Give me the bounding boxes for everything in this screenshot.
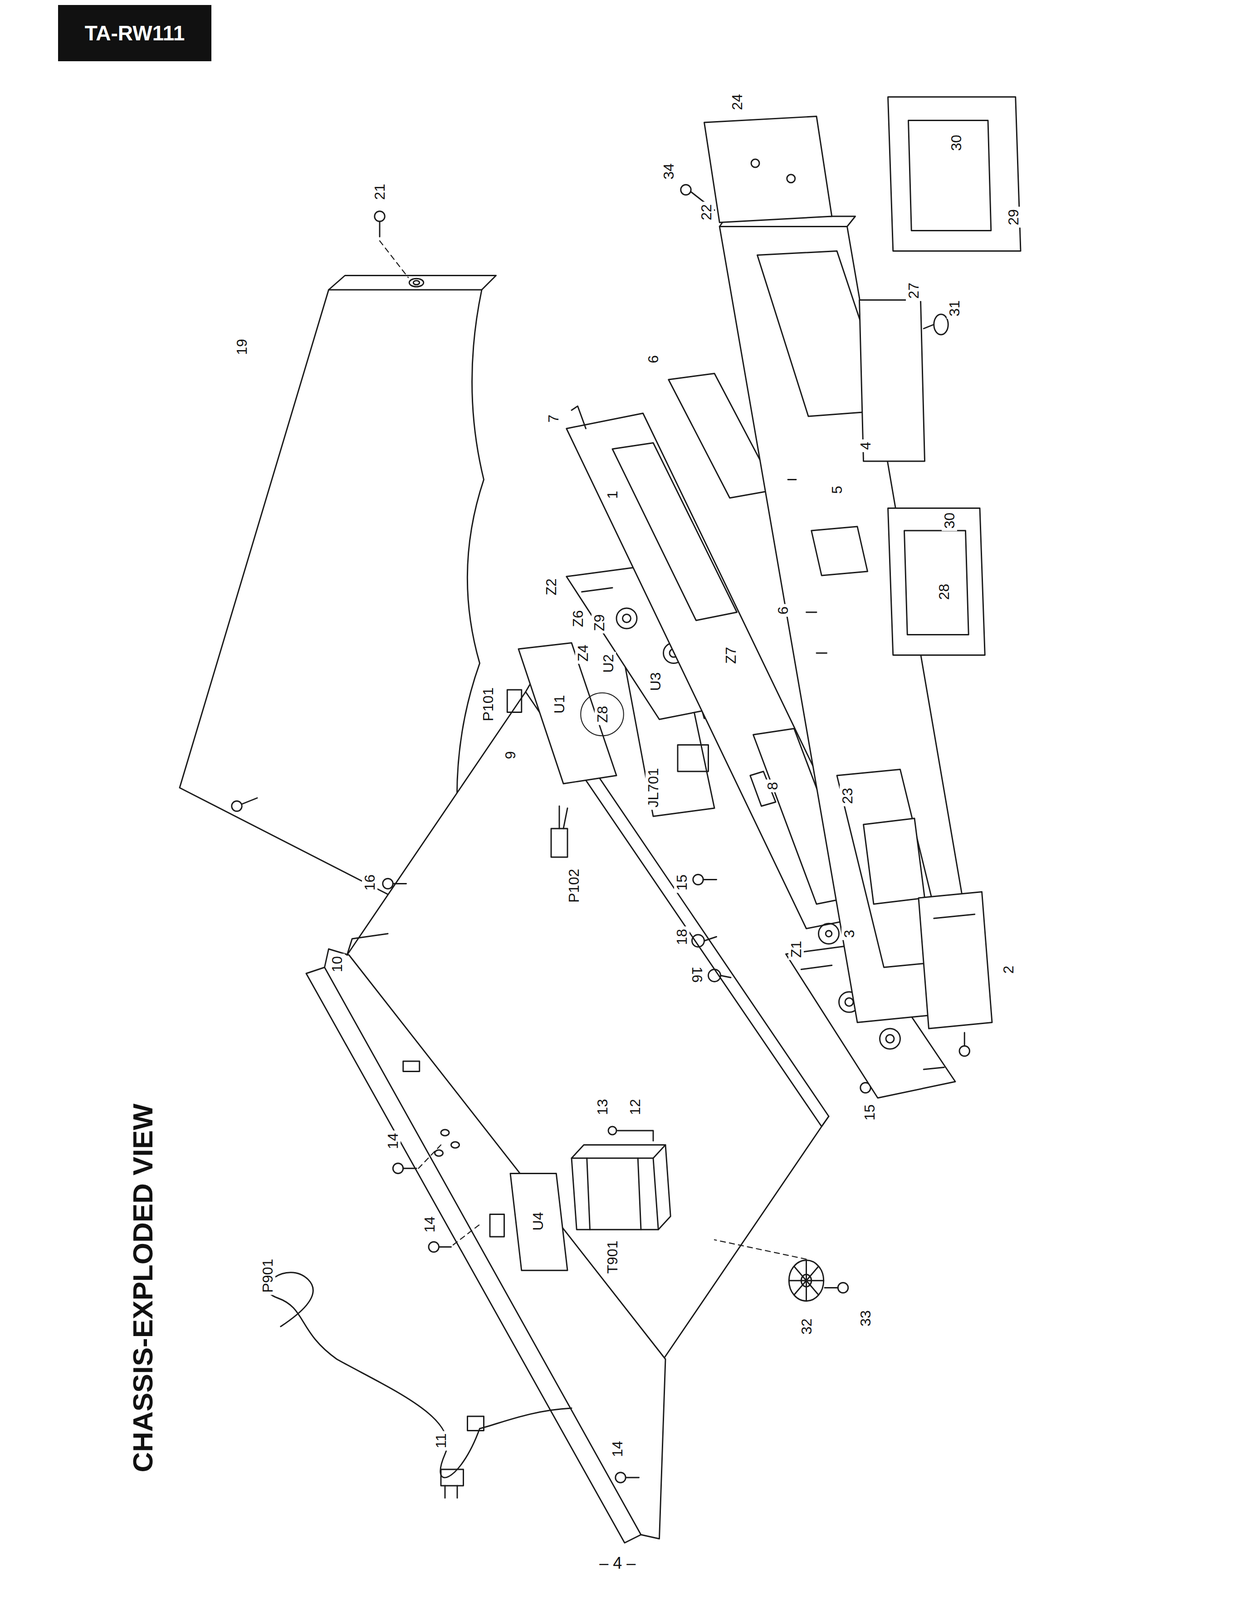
callout-number: 16 (361, 872, 378, 894)
screw (959, 1032, 970, 1057)
callout-number: 28 (936, 581, 952, 603)
pcb (507, 643, 617, 858)
screw (231, 798, 258, 812)
callout-number: Z8 (594, 703, 611, 725)
callout-number: P102 (566, 866, 582, 906)
cassette-door (888, 97, 1022, 252)
callout-number: Z1 (788, 938, 804, 960)
model-badge: TA-RW111 (58, 4, 212, 62)
callout-number: Z2 (543, 576, 559, 598)
callout-number: 1 (604, 488, 621, 502)
callout-number: U3 (647, 670, 664, 694)
callout-number: 14 (385, 1130, 401, 1152)
callout-number: 19 (234, 336, 250, 358)
callout-number: 15 (674, 872, 690, 894)
callout-number: 4 (857, 439, 874, 453)
screw (374, 211, 409, 278)
bar (918, 892, 993, 1030)
callout-number: 22 (698, 201, 714, 223)
pcb (510, 1173, 568, 1272)
callout-number: 31 (946, 298, 963, 319)
callout-number: 14 (421, 1214, 438, 1236)
callout-number: 23 (839, 785, 856, 807)
end-cap (863, 818, 925, 905)
callout-number: 15 (861, 1102, 878, 1124)
callout-number: U1 (551, 692, 568, 716)
callout-number: 12 (627, 1096, 643, 1118)
callout-number: 13 (594, 1096, 611, 1118)
display-window (859, 300, 925, 462)
gear (818, 923, 840, 944)
callout-number: JL701 (645, 765, 661, 810)
callout-number: 27 (905, 280, 922, 302)
cassette-door (888, 508, 986, 656)
screw (615, 1472, 640, 1484)
power-cord (267, 1272, 572, 1499)
callout-number: 16 (689, 964, 705, 986)
callout-number: 6 (775, 604, 791, 617)
model-number: TA-RW111 (84, 22, 186, 44)
callout-number: 9 (502, 748, 519, 762)
callout-number: 7 (545, 412, 562, 426)
callout-number: 5 (829, 483, 845, 497)
callout-number: 6 (645, 352, 661, 366)
callout-number: U2 (600, 651, 617, 675)
callout-number: 30 (948, 132, 964, 154)
callout-number: U4 (530, 1210, 546, 1234)
callout-number: 24 (729, 91, 745, 113)
callout-number: Z6 (570, 607, 586, 630)
foot (714, 1240, 849, 1302)
callout-number: T901 (604, 1238, 621, 1277)
callout-number: P101 (480, 684, 496, 724)
callout-number: P901 (259, 1256, 276, 1296)
callout-number: 21 (371, 181, 388, 203)
transformer (571, 1126, 671, 1230)
knob (923, 314, 949, 335)
callout-number: Z7 (723, 644, 739, 666)
callout-number: 14 (609, 1438, 626, 1460)
callout-number: 34 (660, 161, 677, 182)
callout-number: 11 (433, 1431, 449, 1451)
callout-number: 30 (941, 510, 958, 532)
callout-number: 32 (798, 1316, 815, 1338)
screw (693, 874, 717, 885)
callout-number: Z9 (591, 611, 607, 634)
callout-number: 10 (329, 953, 345, 975)
callout-number: 18 (674, 926, 690, 948)
callout-number: 2 (1000, 963, 1017, 977)
page-number: – 4 – (596, 1554, 638, 1573)
callout-number: 3 (841, 927, 857, 941)
callout-number: 29 (1005, 206, 1022, 228)
screw (382, 878, 407, 890)
end-cap (704, 116, 832, 223)
callout-number: Z4 (575, 642, 591, 664)
callout-number: 33 (857, 1308, 874, 1330)
callout-number: 8 (764, 779, 781, 793)
diagram-title: CHASSIS-EXPLODED VIEW (127, 1100, 158, 1476)
